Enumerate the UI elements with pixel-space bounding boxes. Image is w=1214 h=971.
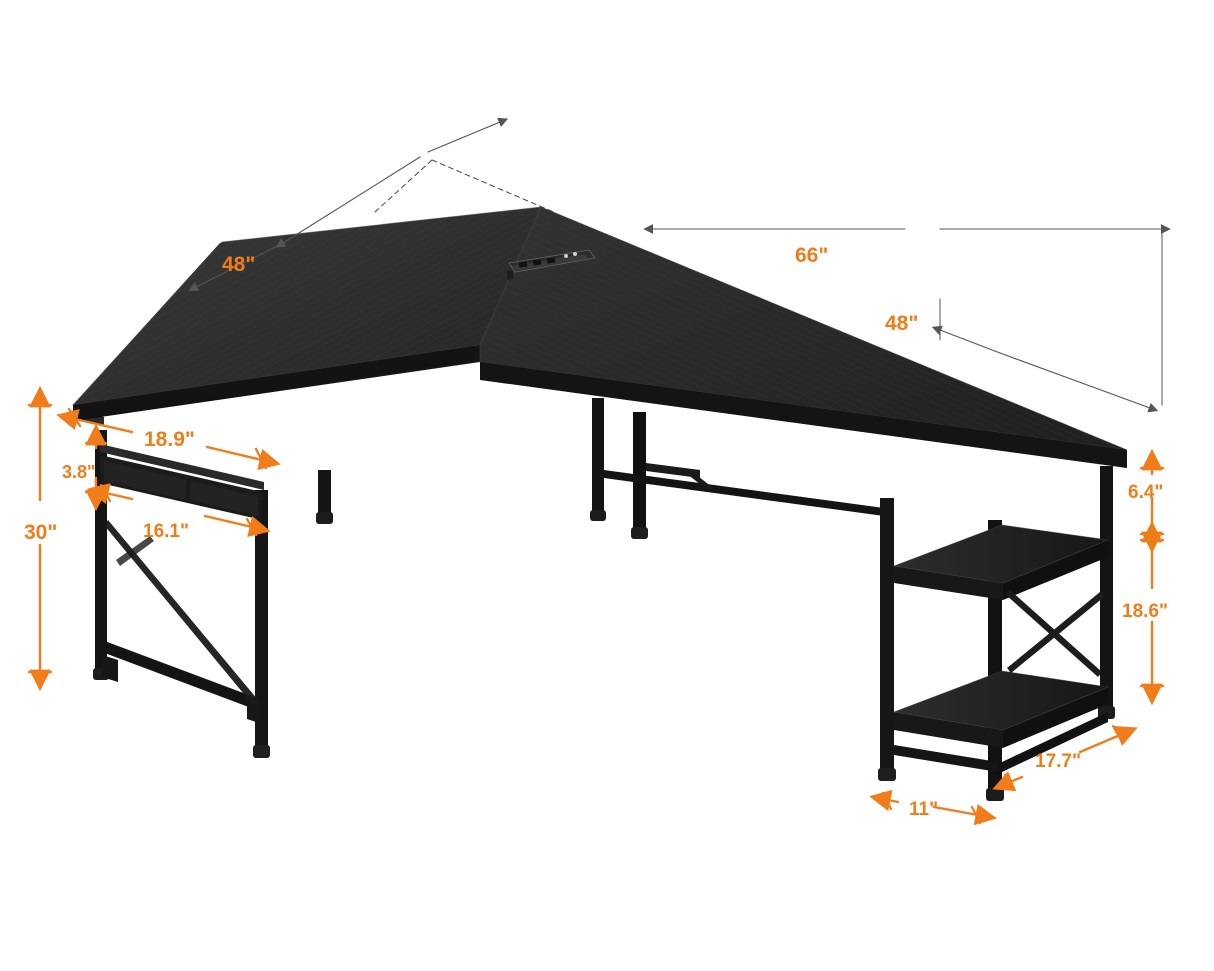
dimension-label-shelf-gap: 18.6" <box>1122 601 1168 622</box>
dimension-label-shelf-width: 11" <box>909 799 939 820</box>
left-desktop <box>71 206 542 421</box>
right-wing-frame <box>590 398 884 539</box>
dimension-label-upper-shelf-gap: 6.4" <box>1128 482 1164 503</box>
left-wing-drawer <box>74 410 264 520</box>
shelf-tower <box>878 466 1115 801</box>
dimension-label-right-lower-length: 48" <box>885 312 919 335</box>
dimension-label-shelf-depth: 17.7" <box>1035 751 1081 772</box>
power-strip <box>507 249 596 280</box>
dimension-lines <box>27 117 1171 826</box>
dimension-label-left-depth: 18.9" <box>144 428 195 451</box>
left-wing-frame <box>93 430 333 758</box>
dimension-label-right-top-length: 66" <box>795 244 829 267</box>
dimension-label-left-top-length: 48" <box>222 253 256 276</box>
right-desktop <box>479 206 1128 468</box>
dimension-label-desk-height: 30" <box>24 521 58 544</box>
dimension-label-drawer-height: 3.8" <box>62 462 96 482</box>
dimension-label-drawer-width: 16.1" <box>143 521 189 542</box>
